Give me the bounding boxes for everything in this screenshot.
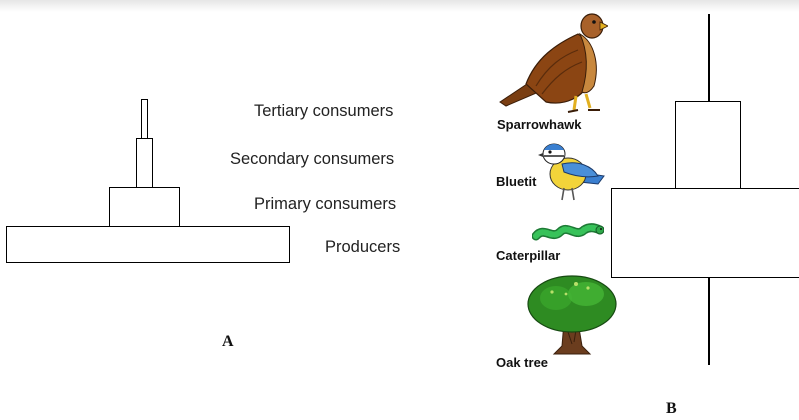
pyramid-bar-tertiary [141, 99, 148, 139]
panel-letter-a: A [222, 333, 234, 350]
pyramid-bar-secondary [136, 138, 153, 188]
pyramid-line-bottom [708, 277, 710, 365]
organism-label-sparrowhawk: Sparrowhawk [497, 117, 582, 132]
organism-label-bluetit: Bluetit [496, 174, 537, 189]
pyramid-bar-bluetit-caterpillar [611, 188, 799, 278]
pyramid-bar-producers [6, 226, 290, 263]
caterpillar-icon [532, 223, 604, 241]
panel-letter-b: B [666, 400, 677, 417]
pyramid-bar-sparrowhawk [675, 101, 741, 189]
level-label-secondary: Secondary consumers [230, 150, 395, 168]
bird-icon [538, 143, 605, 201]
organism-label-caterpillar: Caterpillar [496, 248, 561, 263]
level-label-tertiary: Tertiary consumers [254, 102, 394, 120]
hawk-icon [499, 13, 608, 113]
level-label-primary: Primary consumers [254, 195, 397, 213]
level-label-producers: Producers [325, 238, 401, 256]
tree-icon [527, 275, 617, 355]
pyramid-line-top [708, 14, 710, 102]
pyramid-bar-primary [109, 187, 180, 227]
top-strip [0, 0, 799, 12]
organism-label-oak-tree: Oak tree [496, 355, 549, 370]
